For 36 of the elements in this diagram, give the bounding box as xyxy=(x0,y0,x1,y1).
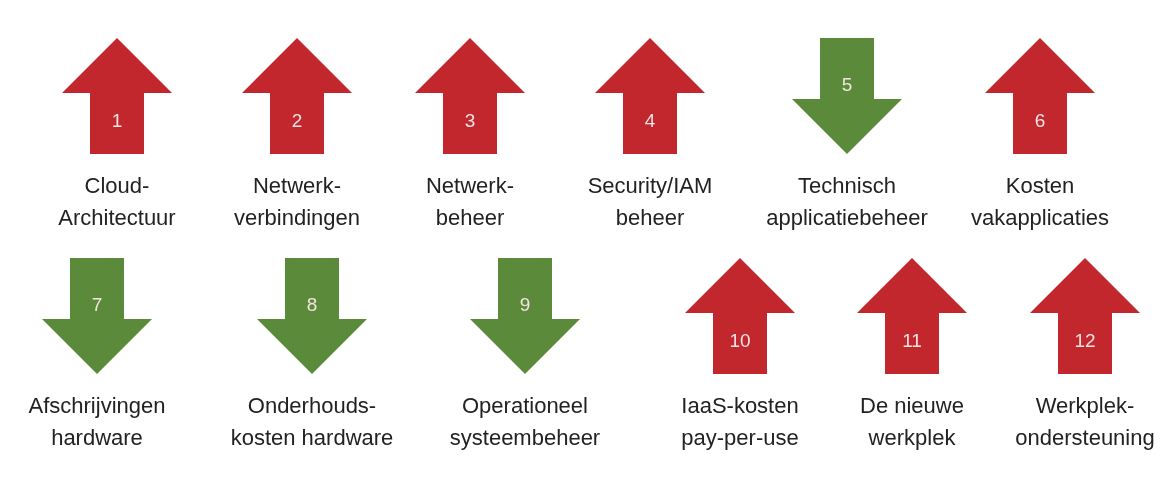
arrow-caption: Operationeel systeembeheer xyxy=(448,392,602,452)
arrow-number: 10 xyxy=(728,330,752,352)
up-arrow xyxy=(242,38,352,154)
arrow-number: 3 xyxy=(463,110,477,132)
arrow-number: 6 xyxy=(1033,110,1047,132)
arrow-number: 2 xyxy=(290,110,304,132)
arrow-caption: Cloud- Architectuur xyxy=(57,172,177,232)
up-arrow xyxy=(1030,258,1140,374)
arrow-caption: Onderhouds- kosten hardware xyxy=(229,392,395,452)
up-arrow xyxy=(62,38,172,154)
up-arrow xyxy=(595,38,705,154)
arrow-number: 4 xyxy=(643,110,657,132)
arrow-number: 5 xyxy=(840,74,854,96)
down-arrow xyxy=(470,258,580,374)
arrow-caption: Werkplek- ondersteuning xyxy=(1014,392,1156,452)
arrow-number: 7 xyxy=(90,294,104,316)
arrow-caption: IaaS-kosten pay-per-use xyxy=(680,392,800,452)
arrow-number: 8 xyxy=(305,294,319,316)
arrow-number: 11 xyxy=(901,330,923,352)
arrow-number: 12 xyxy=(1073,330,1097,352)
up-arrow xyxy=(985,38,1095,154)
up-arrow xyxy=(415,38,525,154)
up-arrow xyxy=(685,258,795,374)
down-arrow xyxy=(42,258,152,374)
arrow-caption: Netwerk- verbindingen xyxy=(233,172,361,232)
arrow-number: 1 xyxy=(110,110,124,132)
arrow-caption: Netwerk- beheer xyxy=(425,172,515,232)
arrow-caption: Technisch applicatiebeheer xyxy=(765,172,929,232)
arrow-caption: Security/IAM beheer xyxy=(586,172,714,232)
arrow-caption: De nieuwe werkplek xyxy=(859,392,965,452)
down-arrow xyxy=(257,258,367,374)
arrow-caption: Kosten vakapplicaties xyxy=(969,172,1111,232)
down-arrow xyxy=(792,38,902,154)
arrow-caption: Afschrijvingen hardware xyxy=(27,392,167,452)
arrow-number: 9 xyxy=(518,294,532,316)
up-arrow xyxy=(857,258,967,374)
